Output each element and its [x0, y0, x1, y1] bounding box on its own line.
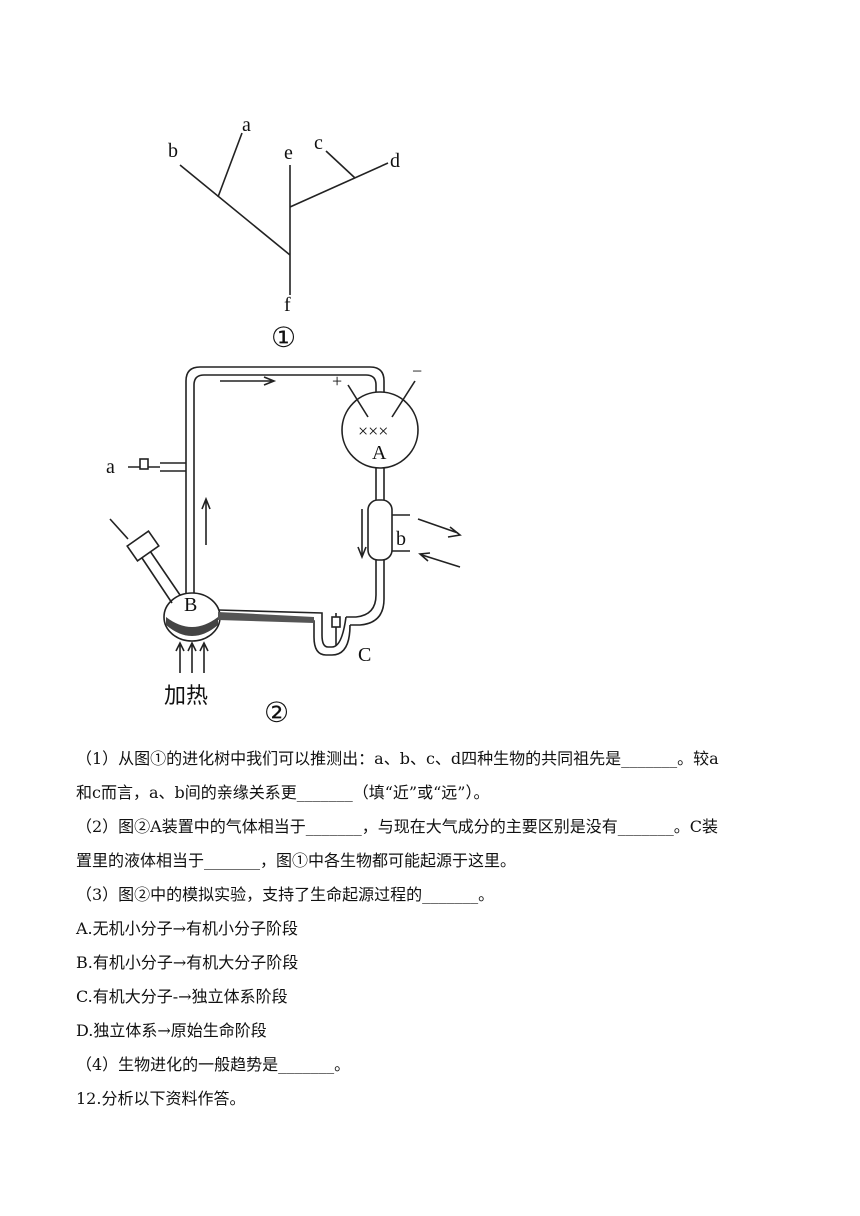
flask-B-pin	[109, 518, 129, 540]
evolution-tree-svg: a b c d e f ①	[168, 114, 400, 354]
figure2-caption-svg: ②	[264, 696, 289, 729]
option-c: C.有机大分子-→独立体系阶段	[76, 987, 288, 1006]
question-line: （1）从图①的进化树中我们可以推测出：a、b、c、d四种生物的共同祖先是____…	[76, 749, 719, 768]
tree-label-c: c	[314, 132, 323, 154]
u-trap-inner	[217, 609, 347, 648]
tree-label-e: e	[284, 142, 293, 164]
heat-label: 加热	[164, 684, 208, 709]
flask-B-liquid	[166, 617, 218, 636]
flask-B-neck	[139, 550, 181, 604]
tree-branch-c	[325, 150, 356, 179]
electrode-plus	[347, 384, 369, 418]
option-d: D.独立体系→原始生命阶段	[76, 1021, 267, 1040]
tube-inner	[193, 374, 377, 595]
heat-arrow-1	[175, 641, 185, 673]
condenser-b-label: b	[396, 528, 406, 550]
tree-branch-b	[179, 164, 291, 256]
electrode-plus-label: +	[332, 371, 342, 391]
evolution-tree-figure: a b c d e f ①	[150, 105, 430, 355]
flask-A-label: A	[372, 442, 387, 464]
tree-branch-d	[289, 162, 389, 208]
flow-arrow-up	[201, 496, 211, 545]
water-out-arrow	[417, 518, 462, 538]
tree-label-d: d	[390, 150, 400, 172]
question-line: （2）图②A装置中的气体相当于_______，与现在大气成分的主要区别是没有__…	[76, 817, 718, 836]
electrode-minus	[391, 380, 416, 418]
miller-apparatus-figure: + − ××× A a b B C 加热	[100, 355, 470, 725]
figure2-caption-wrap: ②	[262, 694, 302, 730]
port-a-label: a	[106, 456, 115, 478]
condenser-b	[367, 499, 393, 561]
flow-arrow-top	[220, 376, 277, 386]
next-question-heading: 12.分析以下资料作答。	[76, 1089, 246, 1108]
tube-liquid	[218, 612, 314, 623]
option-a: A.无机小分子→有机小分子阶段	[76, 919, 299, 938]
trap-C-label: C	[358, 644, 371, 666]
port-a-valve	[139, 458, 149, 470]
question-line: （4）生物进化的一般趋势是_______。	[76, 1055, 351, 1074]
tree-label-f: f	[284, 294, 291, 316]
flask-B-label: B	[184, 594, 197, 616]
tree-branch-a	[217, 132, 243, 198]
option-b: B.有机小分子→有机大分子阶段	[76, 953, 299, 972]
tree-label-b: b	[168, 140, 178, 162]
stopcock-C-valve	[331, 616, 341, 628]
condenser-ports	[392, 514, 410, 552]
question-block: （1）从图①的进化树中我们可以推测出：a、b、c、d四种生物的共同祖先是____…	[76, 742, 796, 1116]
miller-apparatus-svg: + − ××× A a b B C 加热	[106, 361, 462, 709]
flask-B-stopper	[126, 530, 160, 562]
port-a-tube	[160, 462, 186, 472]
tree-label-a: a	[242, 114, 251, 136]
figure2-caption: ②	[264, 696, 289, 729]
heat-arrow-2	[187, 641, 197, 673]
question-line: 和c而言，a、b间的亲缘关系更_______（填“近”或“远”）。	[76, 783, 490, 802]
question-line: （3）图②中的模拟实验，支持了生命起源过程的_______。	[76, 885, 495, 904]
flow-arrow-down	[357, 509, 367, 560]
question-line: 置里的液体相当于_______，图①中各生物都可能起源于这里。	[76, 851, 517, 870]
tube-outer	[185, 366, 385, 595]
heat-arrow-3	[199, 641, 209, 673]
spark-label: ×××	[358, 421, 388, 441]
electrode-minus-label: −	[412, 361, 422, 381]
u-trap-outer	[217, 616, 351, 656]
tube-A-down	[375, 468, 385, 500]
water-in-arrow	[418, 552, 461, 568]
flask-A	[341, 391, 419, 469]
tube-to-C	[346, 560, 385, 626]
figure1-caption: ①	[271, 321, 296, 354]
